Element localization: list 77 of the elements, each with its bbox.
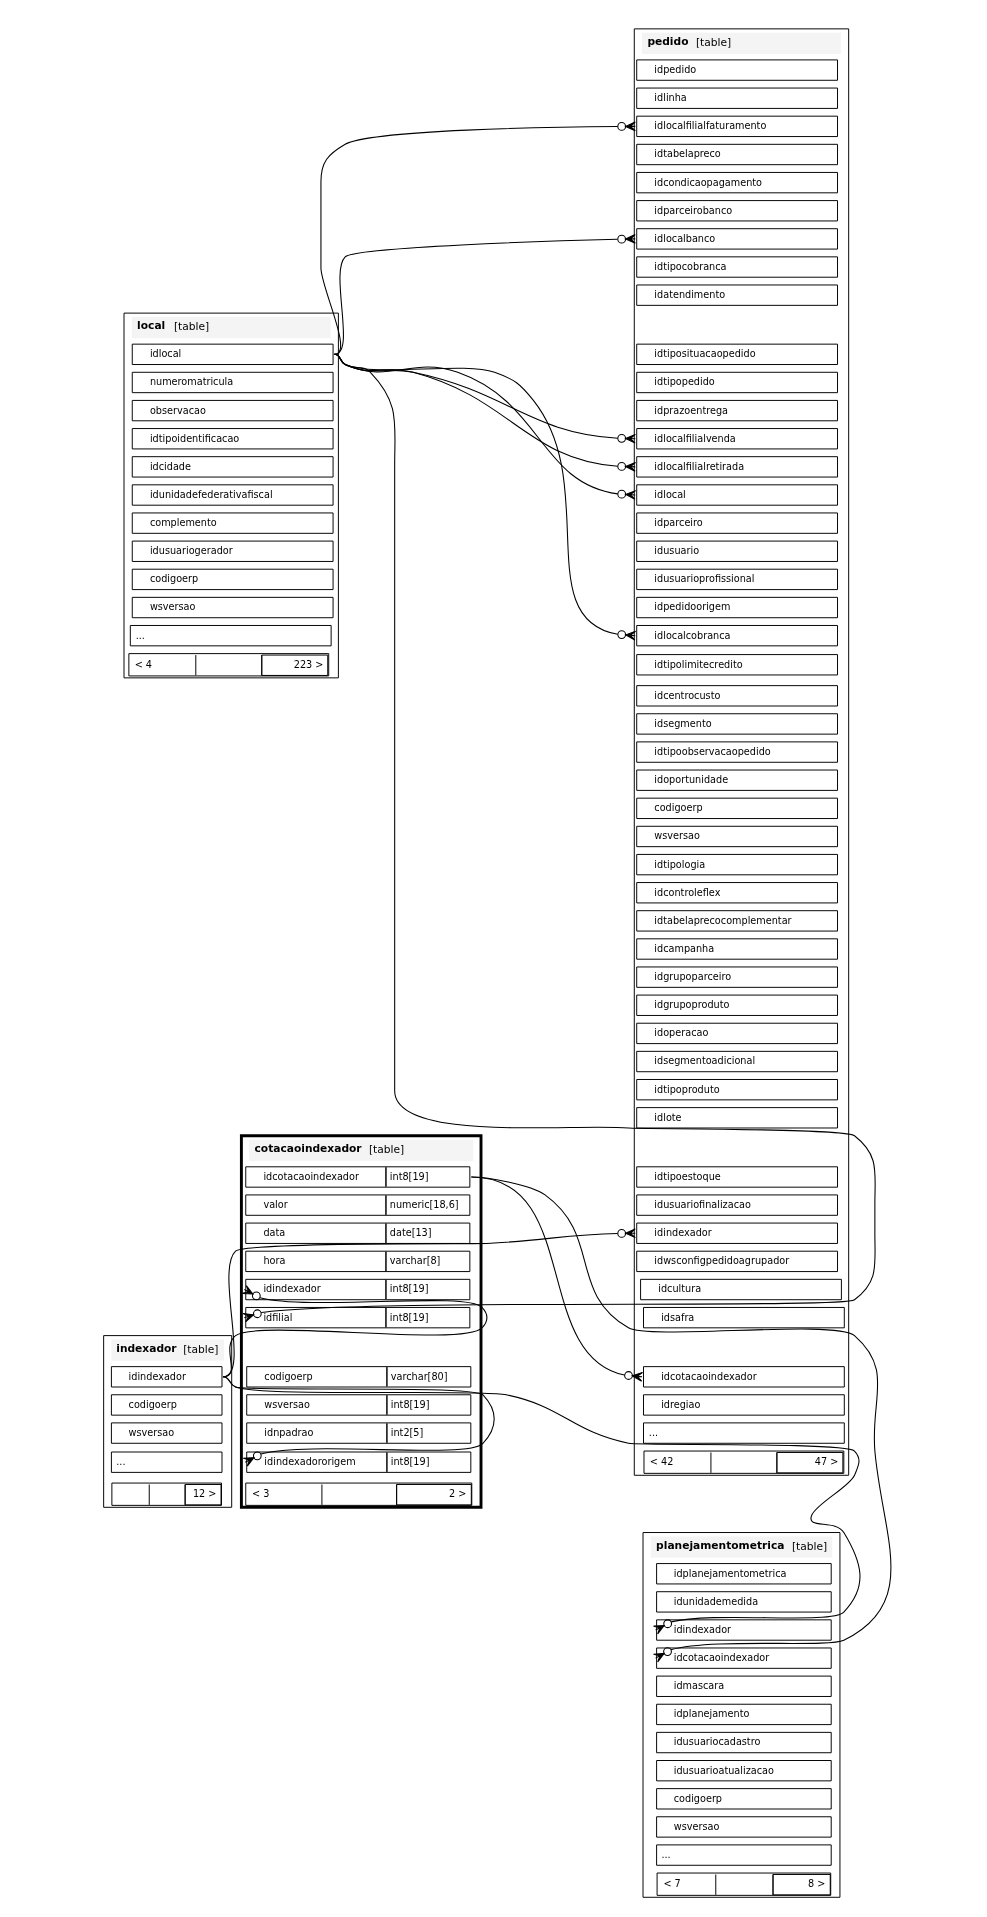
node-box: idtipolimitecredito [636, 654, 838, 676]
node-box: idcampanha [636, 938, 838, 960]
node-box: idtipologia [636, 853, 838, 876]
node-box: idlocalfilialvenda [636, 428, 838, 450]
node-box: idgrupoproduto [636, 994, 838, 1016]
node-box: codigoerp [110, 1394, 223, 1416]
node-box: idusuario [636, 540, 838, 562]
node-box: idplanejamento [656, 1703, 832, 1726]
connector [320, 121, 636, 355]
node-box: idparceirobanco [636, 200, 838, 222]
node-box: idmascara [656, 1675, 832, 1697]
node-box: wsversao [656, 1816, 832, 1838]
node-box: wsversao [131, 596, 334, 619]
node-box: idlocalfilialfaturamento [636, 115, 838, 138]
node-box: idoportunidade [636, 769, 838, 791]
node-box: idlocalbanco [636, 228, 838, 250]
node-box: codigoerp [131, 568, 334, 591]
node-box: ... [656, 1844, 832, 1866]
connector [334, 353, 637, 641]
node-box: idtipoestoque [636, 1166, 838, 1188]
node-box: idcontroleflex [636, 882, 838, 904]
node-box: idusuariofinalizacao [636, 1194, 838, 1216]
node-box: idoperacao [636, 1022, 838, 1045]
node-box: idtabelapreco [636, 143, 838, 166]
node-box: idunidadefederativafiscal [131, 484, 334, 506]
node-box: idcultura [640, 1278, 842, 1301]
node-box: idregiao [643, 1394, 845, 1416]
node-box: idusuarioprofissional [636, 568, 838, 591]
node-box: idcotacaoindexador [643, 1366, 845, 1388]
node-box: idtabelaprecocomplementar [636, 910, 838, 932]
node-box: codigoerp [636, 797, 838, 819]
node-box: idsegmentoadicional [636, 1050, 838, 1073]
node-box: codigoerp [656, 1788, 832, 1810]
node-box: idtiposituacaopedido [636, 343, 838, 365]
node-box: idusuariocadastro [656, 1731, 832, 1754]
node-box: idpedido [636, 59, 838, 81]
node-box: observacao [131, 399, 334, 422]
node-box: ... [643, 1422, 845, 1444]
connector [222, 1228, 636, 1378]
node-box: idcondicaopagamento [636, 171, 838, 194]
node-box: idindexador [110, 1366, 223, 1388]
node-box: ... [110, 1451, 223, 1473]
node-box: idcidade [131, 456, 334, 478]
node-box: idlocalcobranca [636, 625, 838, 647]
node-box: idunidademedida [656, 1591, 832, 1613]
node-box: complemento [131, 512, 334, 534]
node-box: idgrupoparceiro [636, 966, 838, 988]
node-box: idtipoobservacaopedido [636, 741, 838, 763]
connector [470, 1176, 892, 1663]
node-box: idparceiro [636, 512, 838, 534]
node-box: wsversao [636, 825, 838, 848]
node-box: idsafra [643, 1306, 845, 1329]
node-box: idindexador [636, 1222, 838, 1244]
connector [334, 234, 636, 355]
node-box: idsegmento [636, 713, 838, 735]
node-box: idcentrocusto [636, 685, 838, 707]
node-box: idwsconfigpedidoagrupador [636, 1250, 838, 1273]
node-box: idlote [636, 1107, 838, 1129]
node-box: numeromatricula [131, 371, 334, 394]
node-box: idlocal [636, 484, 838, 506]
node-box: idatendimento [636, 284, 838, 306]
node-box: idplanejamentometrica [656, 1563, 832, 1585]
node-box: idlocalfilialretirada [636, 456, 838, 478]
node-box: idusuariogerador [131, 540, 334, 562]
node-box: idtipoproduto [636, 1079, 838, 1101]
node-box: idlocal [131, 343, 334, 365]
connector [222, 1376, 861, 1635]
node-box: idlinha [636, 87, 838, 109]
node-box: idpedidoorigem [636, 596, 838, 619]
node-box: idprazoentrega [636, 399, 838, 422]
node-box: wsversao [110, 1422, 223, 1444]
node-box: idtipopedido [636, 371, 838, 394]
node-box: ... [129, 625, 332, 647]
node-box: idtipoidentificacao [131, 428, 334, 450]
node-box: idusuarioatualizacao [656, 1760, 832, 1782]
node-box: idtipocobranca [636, 256, 838, 278]
connector [242, 353, 876, 1323]
